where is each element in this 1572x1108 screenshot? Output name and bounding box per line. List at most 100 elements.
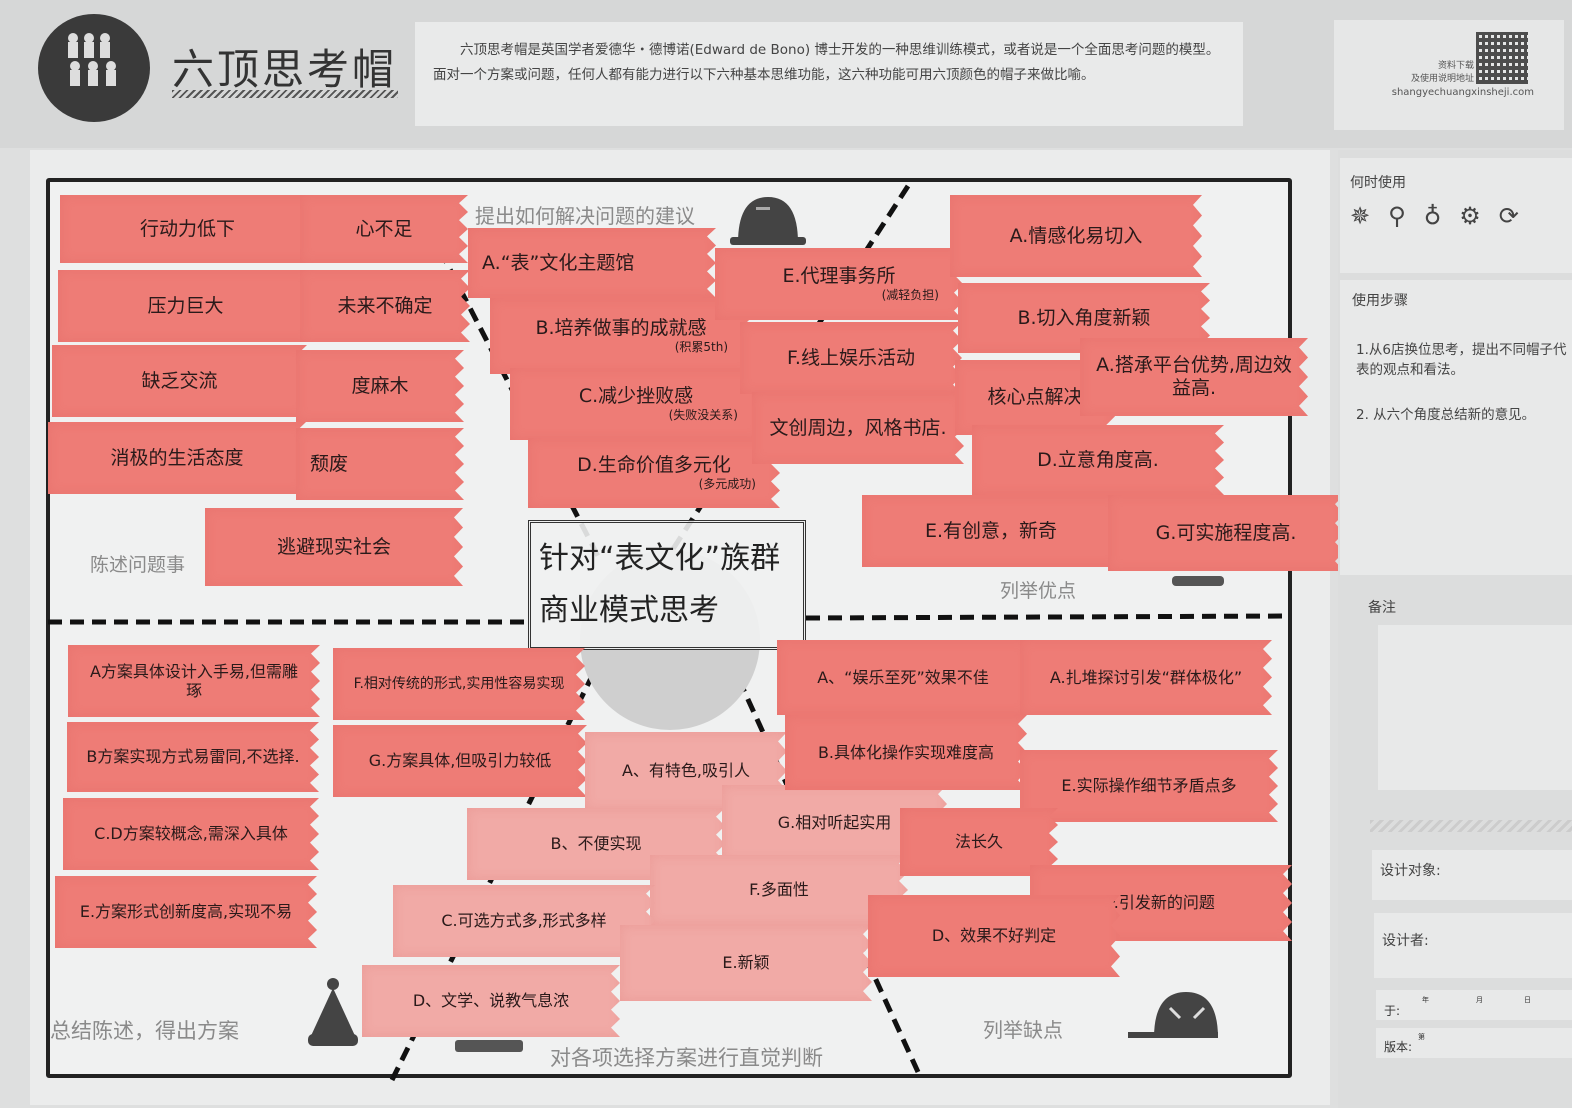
sticky-note[interactable]: C.减少挫败感(失败没关系) [510, 368, 762, 440]
note-text: B.培养做事的成就感 [535, 317, 707, 340]
note-text: F.线上娱乐活动 [787, 346, 915, 369]
label-problems: 陈述问题事 [90, 554, 186, 576]
sticky-note[interactable]: A、“娱乐至死”效果不佳 [777, 640, 1029, 715]
note-subtext: (多元成功) [698, 477, 756, 492]
sticky-note[interactable]: D.立意角度高. [972, 425, 1224, 495]
notes-field[interactable] [1378, 625, 1572, 790]
design-target-label: 设计对象: [1380, 863, 1441, 879]
hat-brim-icon [1172, 576, 1224, 586]
sticky-note[interactable]: 消极的生活态度 [48, 422, 306, 494]
step-2: 2. 从六个角度总结新的意见。 [1356, 407, 1536, 423]
note-text: C.减少挫败感 [578, 385, 694, 408]
sticky-note[interactable]: E.新颖 [620, 925, 872, 1001]
sticky-note[interactable]: A.“表”文化主题馆 [468, 228, 716, 298]
usage-icons: ✵ ⚲ ♁ ⚙ ⟳ [1350, 202, 1519, 230]
sticky-note[interactable]: 心不足 [300, 195, 468, 263]
black-bowler-hat-icon [730, 197, 806, 245]
central-topic: 针对“表文化”族群 商业模式思考 [528, 520, 806, 650]
notes-label: 备注 [1368, 600, 1396, 616]
when-to-use-label: 何时使用 [1350, 175, 1406, 191]
qr-panel: 资料下载 及使用说明地址 shangyechuangxinsheji.com [1334, 20, 1564, 130]
sticky-note[interactable]: 度麻木 [296, 350, 464, 422]
hatch-divider [1370, 820, 1572, 832]
note-text: A.“表”文化主题馆 [482, 251, 635, 274]
sticky-note[interactable]: A、有特色,吸引人 [585, 732, 787, 810]
sticky-note[interactable]: 压力巨大 [58, 270, 313, 342]
sticky-note[interactable]: E.有创意，新奇 [862, 495, 1120, 567]
note-subtext: (减轻负担) [881, 288, 939, 303]
label-conclusions: 总结陈述，得出方案 [50, 1019, 239, 1043]
sticky-note[interactable]: F.相对传统的形式,实用性容易实现 [333, 648, 585, 720]
hat-brim-icon [455, 1040, 523, 1052]
sticky-note[interactable]: F.线上娱乐活动 [740, 322, 962, 394]
sticky-note[interactable]: 颓废 [296, 428, 464, 500]
sticky-note[interactable]: B.培养做事的成就感(积累5th) [490, 298, 752, 374]
note-text: 文创周边，风格书店. [769, 416, 947, 439]
date-label: 于: [1384, 1004, 1401, 1018]
date-day: 日 [1524, 996, 1531, 1004]
sticky-note[interactable]: D.生命价值多元化(多元成功) [528, 438, 780, 508]
note-text: E.代理事务所 [782, 265, 896, 288]
note-text: D.生命价值多元化 [577, 454, 731, 477]
sticky-note[interactable]: A方案具体设计入手易,但需雕琢 [68, 645, 320, 717]
search-icon: ⚲ [1388, 202, 1406, 230]
sticky-note[interactable]: 逃避现实社会 [205, 508, 463, 586]
design-target-field[interactable] [1372, 850, 1572, 900]
label-disadvantages: 列举缺点 [983, 1018, 1063, 1042]
sticky-note[interactable]: 法长久 [900, 808, 1058, 876]
steps-panel [1340, 280, 1572, 575]
sticky-note[interactable]: 未来不确定 [300, 270, 470, 342]
sticky-note[interactable]: 缺乏交流 [52, 345, 307, 417]
note-subtext: (失败没关系) [668, 408, 738, 423]
sticky-note[interactable]: A.情感化易切入 [950, 195, 1202, 277]
qr-code-icon [1476, 32, 1528, 84]
qr-label-1: 资料下载 [1437, 61, 1474, 71]
version-label: 版本: [1384, 1040, 1413, 1054]
designer-field[interactable] [1374, 913, 1572, 978]
sticky-note[interactable]: D、效果不好判定 [868, 895, 1120, 977]
sticky-note[interactable]: F.多面性 [650, 855, 908, 925]
qr-url: shangyechuangxinsheji.com [1391, 87, 1534, 98]
sticky-note[interactable]: G.方案具体,但吸引力较低 [333, 725, 587, 797]
sticky-note[interactable]: 行动力低下 [60, 195, 315, 263]
angry-hat-icon [1128, 992, 1218, 1038]
six-hats-logo-icon [38, 14, 150, 122]
label-suggestions: 提出如何解决问题的建议 [475, 204, 695, 228]
central-topic-line-1: 针对“表文化”族群 [539, 541, 781, 576]
page-title: 六顶思考帽 [172, 45, 398, 94]
sidebar: 何时使用 ✵ ⚲ ♁ ⚙ ⟳ 使用步骤 1.从6店换位思考，提出不同帽子代表的观… [1338, 150, 1572, 1108]
label-intuition: 对各项选择方案进行直觉判断 [550, 1046, 823, 1070]
when-to-use-panel [1340, 158, 1572, 273]
sticky-note[interactable]: C.D方案较概念,需深入具体 [63, 798, 319, 870]
sticky-note[interactable]: G.可实施程度高. [1108, 495, 1344, 571]
compass-icon: ✵ [1350, 202, 1371, 230]
sticky-note[interactable]: 文创周边，风格书店. [752, 392, 964, 464]
label-advantages: 列举优点 [1000, 580, 1077, 602]
sticky-note[interactable]: A.扎堆探讨引发“群体极化” [1020, 640, 1272, 715]
gear-icon: ⚙ [1459, 202, 1481, 230]
title-underline [172, 90, 398, 98]
central-topic-line-2: 商业模式思考 [539, 593, 719, 628]
cone-hat-icon [308, 978, 358, 1046]
version-field[interactable] [1376, 1028, 1572, 1058]
sticky-note[interactable]: B方案实现方式易雷同,不选择. [67, 722, 319, 792]
step-1: 1.从6店换位思考，提出不同帽子代表的观点和看法。 [1356, 342, 1567, 378]
sticky-note[interactable]: B.具体化操作实现难度高 [785, 715, 1027, 790]
sticky-note[interactable]: C.可选方式多,形式多样 [393, 885, 655, 957]
sticky-note[interactable]: E.方案形式创新度高,实现不易 [55, 876, 317, 948]
date-year: 年 [1422, 996, 1429, 1004]
steps-title: 使用步骤 [1352, 293, 1408, 309]
qr-label-2: 及使用说明地址 [1410, 74, 1474, 84]
sticky-note[interactable]: E.实际操作细节矛盾点多 [1020, 750, 1278, 822]
note-subtext: (积累5th) [674, 340, 728, 355]
lightbulb-icon: ♁ [1423, 202, 1442, 230]
description: 六顶思考帽是英国学者爱德华・德博诺(Edward de Bono) 博士开发的一… [415, 22, 1243, 126]
date-month: 月 [1476, 996, 1483, 1004]
designer-label: 设计者: [1382, 933, 1429, 949]
version-suffix: 第 [1418, 1033, 1425, 1041]
date-field[interactable] [1376, 990, 1572, 1020]
sticky-note[interactable]: D、文学、说教气息浓 [362, 965, 620, 1037]
refresh-icon: ⟳ [1498, 202, 1519, 230]
sticky-note[interactable]: E.代理事务所(减轻负担) [715, 248, 963, 320]
sticky-note[interactable]: A.搭承平台优势,周边效益高. [1080, 338, 1308, 416]
